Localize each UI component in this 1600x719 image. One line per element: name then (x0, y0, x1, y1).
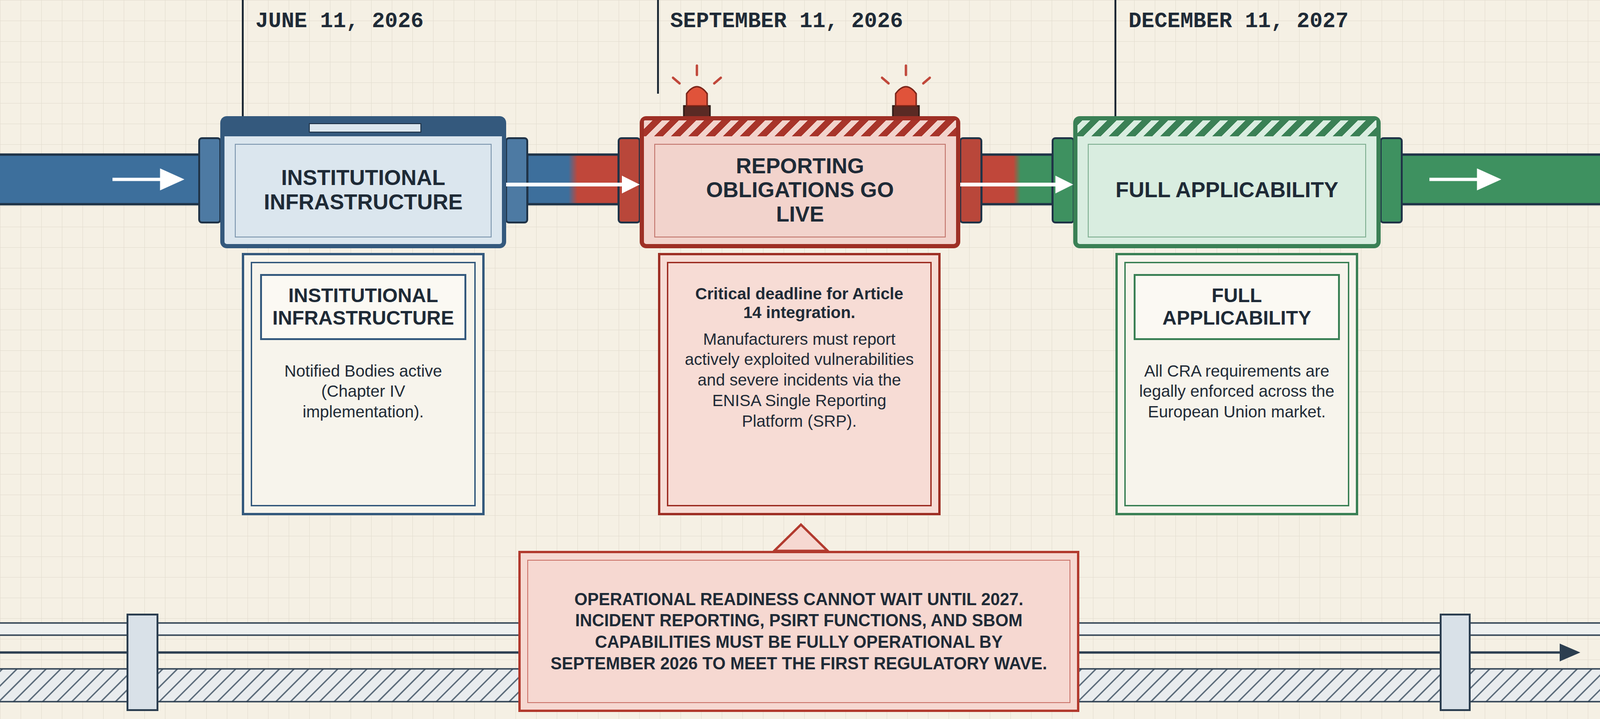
callout-text: OPERATIONAL READINESS CANNOT WAIT UNTIL … (546, 589, 1051, 675)
flow-arrow (960, 175, 1074, 194)
panel-body: Notified Bodies active (Chapter IV imple… (260, 360, 467, 423)
detail-panel: INSTITUTIONAL INFRASTRUCTURE Notified Bod… (241, 253, 485, 516)
date-label: SEPTEMBER 11, 2026 (670, 9, 904, 34)
date-label: JUNE 11, 2026 (255, 9, 424, 34)
stage-module: FULL APPLICABILITY (1073, 116, 1381, 249)
top-band (1077, 120, 1377, 137)
callout-box: OPERATIONAL READINESS CANNOT WAIT UNTIL … (518, 551, 1080, 713)
date-line (242, 0, 1116, 117)
flow-arrow (506, 175, 640, 194)
stage-title: INSTITUTIONAL INFRASTRUCTURE (238, 165, 488, 215)
alarm-light (672, 65, 930, 118)
panel-heading: FULL APPLICABILITY (1133, 274, 1340, 341)
detail-panel: Critical deadline for Article 14 integra… (657, 253, 941, 516)
inner-frame (527, 560, 1071, 704)
top-band (224, 120, 502, 137)
panel-body: Manufacturers must report actively explo… (684, 328, 914, 432)
top-band (643, 120, 957, 137)
slider-icon (308, 123, 422, 133)
callout-tail (774, 524, 828, 552)
panel-body: All CRA requirements are legally enforce… (1133, 360, 1340, 423)
stage-title: FULL APPLICABILITY (1115, 178, 1339, 203)
stage-module: REPORTING OBLIGATIONS GO LIVE (639, 116, 961, 249)
stage-module: INSTITUTIONAL INFRASTRUCTURE (220, 116, 507, 249)
stage-title: REPORTING OBLIGATIONS GO LIVE (696, 154, 904, 227)
panel-heading: Critical deadline for Article 14 integra… (684, 284, 914, 323)
date-label: DECEMBER 11, 2027 (1128, 9, 1349, 34)
panel-heading: INSTITUTIONAL INFRASTRUCTURE (260, 274, 467, 341)
detail-panel: FULL APPLICABILITY All CRA requirements a… (1115, 253, 1359, 516)
